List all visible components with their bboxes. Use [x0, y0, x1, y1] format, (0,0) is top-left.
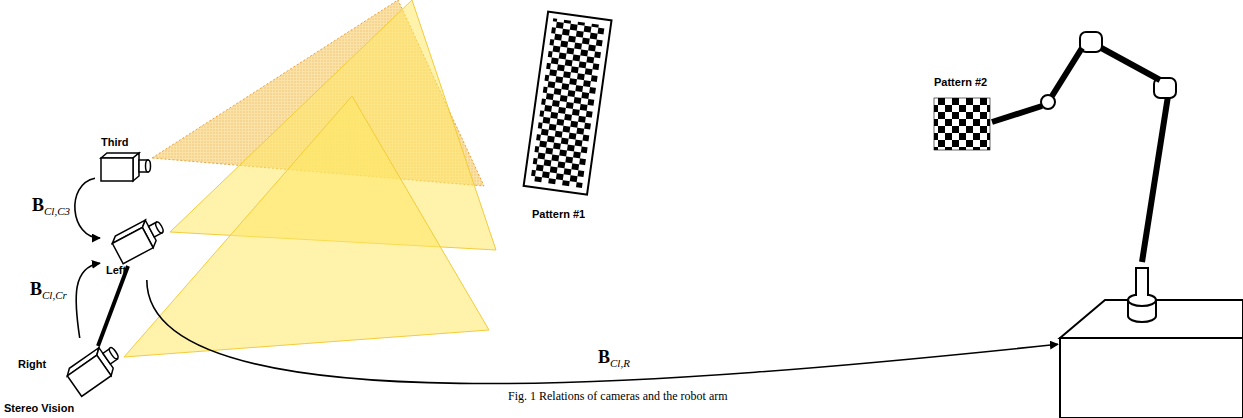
transform-label: BCl,R — [596, 348, 632, 369]
camera-fields — [124, 0, 496, 357]
relation-arrow — [147, 280, 1058, 384]
pattern-2-board — [934, 98, 990, 150]
node-label: Pattern #2 — [934, 76, 987, 88]
group-label: Stereo Vision — [4, 402, 74, 414]
transform-label: BCl,Cr — [28, 280, 69, 301]
pattern-board: Pattern #1 — [525, 15, 615, 227]
camera-left: Left — [100, 210, 178, 280]
pattern-1-board — [524, 12, 612, 195]
robot-arm: Pattern #2 — [1058, 30, 1243, 418]
camera-right: Right — [16, 338, 134, 400]
node-label: Right — [18, 358, 46, 370]
node-label: Third — [101, 136, 129, 148]
figure-caption: Fig. 1 Relations of cameras and the robo… — [508, 389, 728, 404]
robot-arm — [992, 32, 1243, 418]
node-label: Pattern #1 — [532, 208, 585, 220]
camera-third: Third — [95, 136, 157, 198]
relation-arrow — [76, 263, 100, 338]
relation-arrow — [75, 178, 100, 238]
right-field — [124, 96, 489, 357]
transform-label: BCl,C3 — [30, 196, 72, 217]
